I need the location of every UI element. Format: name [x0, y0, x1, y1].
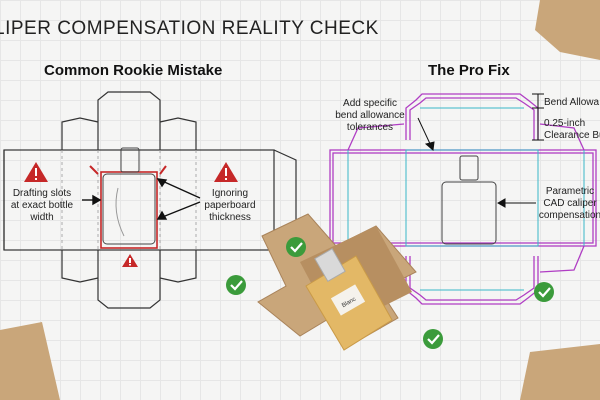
- check-icon: [226, 275, 246, 295]
- perfume-bottle: [305, 248, 393, 351]
- note-line: thickness: [209, 212, 251, 223]
- note-line: Clearance Bu: [544, 130, 600, 141]
- note-line: paperboard: [204, 200, 256, 211]
- note-bend-allowance: Bend Allowa: [544, 97, 600, 108]
- note-line: 0.25-inch: [544, 118, 586, 129]
- note-line: Parametric: [545, 186, 595, 197]
- note-line: bend allowance: [335, 110, 405, 121]
- kraft-corner-bottom-right: [520, 344, 600, 400]
- bottle-sketch-left: [102, 147, 156, 245]
- note-paperboard-thickness: Ignoring paperboard thickness: [198, 188, 262, 224]
- page-title: LIPER COMPENSATION REALITY CHECK: [0, 18, 379, 39]
- check-icon: [534, 282, 554, 302]
- note-line: Drafting slots: [12, 188, 72, 199]
- note-parametric-cad: Parametric CAD caliper compensation: [538, 186, 600, 222]
- check-icon: [286, 237, 306, 257]
- check-icon: [423, 329, 443, 349]
- kraft-corner-top-right: [535, 0, 600, 60]
- pro-heading: The Pro Fix: [428, 62, 510, 79]
- note-line: Ignoring: [211, 188, 249, 199]
- note-line: tolerances: [346, 122, 394, 133]
- note-line: Add specific: [343, 98, 397, 109]
- warning-icon: [122, 254, 138, 267]
- note-line: at exact bottle: [10, 200, 74, 211]
- warning-icon: [24, 162, 48, 182]
- note-line: CAD caliper: [543, 198, 597, 209]
- note-line: compensation: [538, 210, 600, 221]
- note-drafting-slots: Drafting slots at exact bottle width: [4, 188, 80, 224]
- kraft-corner-bottom-left: [0, 322, 60, 400]
- note-bend-tolerances: Add specific bend allowance tolerances: [330, 98, 410, 134]
- warning-icon: [214, 162, 238, 182]
- note-clearance-buffer: 0.25-inch Clearance Bu: [544, 118, 600, 142]
- bottle-sketch-right: [441, 155, 497, 245]
- rookie-heading: Common Rookie Mistake: [44, 62, 223, 79]
- note-line: width: [30, 212, 54, 223]
